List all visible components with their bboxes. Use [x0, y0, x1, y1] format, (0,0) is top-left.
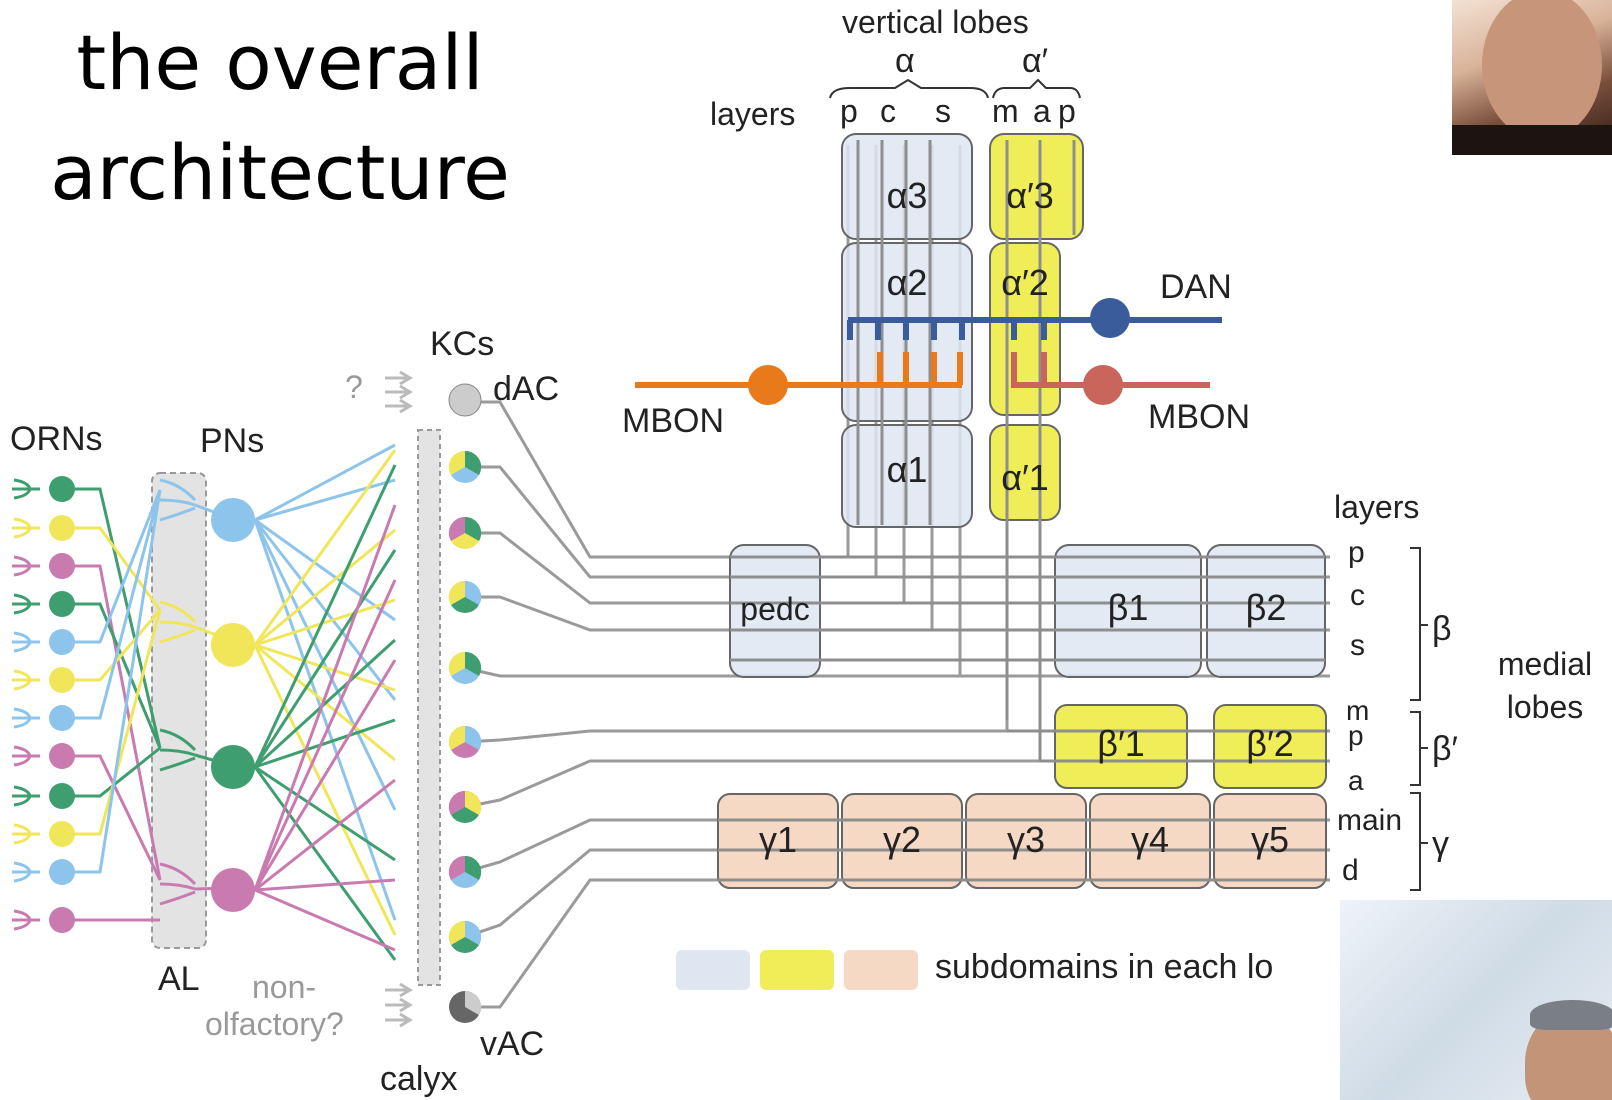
gamma4-label: γ4	[1131, 819, 1169, 860]
kc-cells	[448, 383, 482, 1023]
orns-label: ORNs	[10, 420, 103, 458]
pn-green	[211, 745, 255, 789]
person-avatar-top	[1482, 0, 1602, 140]
vac-label: vAC	[480, 1025, 544, 1063]
question-label: ?	[345, 369, 363, 405]
non-olfactory-line1: non-	[252, 969, 316, 1005]
legend: subdomains in each lo	[676, 948, 1273, 990]
kcs-label: KCs	[430, 325, 494, 363]
beta-prime-label: β′	[1432, 730, 1458, 768]
gamma3-label: γ3	[1007, 819, 1045, 860]
mbon-red-neuron: MBON	[1011, 352, 1250, 436]
dan-neuron: DAN	[847, 268, 1232, 340]
layer-top-m: m	[992, 93, 1019, 129]
layer-right-c: c	[1350, 579, 1365, 612]
pns-label: PNs	[200, 422, 264, 460]
beta-prime2-label: β′2	[1246, 723, 1293, 764]
layer-right-a: a	[1348, 765, 1364, 796]
title-line-2: architecture	[50, 128, 510, 217]
gamma1-label: γ1	[759, 819, 797, 860]
pedc-label: pedc	[740, 591, 809, 627]
webcam-thumbnail-bottom	[1340, 900, 1612, 1100]
beta-prime-lobe	[1054, 704, 1327, 789]
alpha2-label: α2	[887, 262, 928, 303]
layer-top-p2: p	[1058, 93, 1076, 129]
layer-right-p: p	[1348, 536, 1365, 569]
calyx-column	[417, 429, 441, 986]
slide-title: the overall architecture	[0, 8, 560, 228]
webcam-thumbnail-top	[1452, 0, 1612, 155]
calyx-label: calyx	[380, 1060, 457, 1098]
legend-swatch-yellow	[760, 950, 834, 990]
gamma-lobe	[717, 793, 1327, 889]
alpha-prime-label: α′	[1022, 42, 1048, 80]
mbon-right-label: MBON	[1148, 398, 1250, 436]
beta1-label: β1	[1108, 587, 1149, 628]
beta2-label: β2	[1246, 587, 1287, 628]
layer-top-s: s	[935, 93, 951, 129]
pn-pink	[211, 868, 255, 912]
layer-top-c: c	[880, 93, 896, 129]
layer-top-p: p	[840, 93, 858, 129]
alpha-prime3-label: α′3	[1006, 175, 1054, 216]
mbon-left-label: MBON	[622, 402, 724, 440]
layer-right-d: d	[1342, 854, 1359, 887]
al-label: AL	[158, 960, 200, 998]
gamma2-label: γ2	[883, 819, 921, 860]
layers-right-label: layers	[1334, 489, 1419, 525]
dac-label: dAC	[493, 370, 559, 408]
legend-swatch-blue	[676, 950, 750, 990]
layer-right-s: s	[1350, 629, 1365, 662]
mbon-orange-neuron: MBON	[622, 352, 963, 440]
non-olfactory-line2: olfactory?	[205, 1006, 344, 1042]
alpha-prime1-label: α′1	[1001, 457, 1049, 498]
legend-text: subdomains in each lo	[935, 948, 1273, 986]
title-line-1: the overall	[76, 18, 484, 107]
layer-right-main: main	[1337, 804, 1402, 837]
layer-top-a: a	[1033, 93, 1051, 129]
layers-top-label: layers	[710, 96, 795, 132]
layer-right-p3: p	[1348, 720, 1364, 751]
legend-swatch-peach	[844, 950, 918, 990]
gamma-label: γ	[1432, 825, 1449, 863]
pn-blue	[211, 498, 255, 542]
vertical-lobes-label: vertical lobes	[842, 4, 1029, 40]
gamma5-label: γ5	[1251, 819, 1289, 860]
alpha-prime2-label: α′2	[1001, 262, 1049, 303]
pn-yellow	[211, 623, 255, 667]
medial-lobes-line1: medial	[1498, 646, 1592, 682]
beta-prime1-label: β′1	[1097, 723, 1144, 764]
beta-label: β	[1432, 610, 1452, 648]
orn-pn-network: ORNs PNs KCs dAC ? AL non- olfactory? vA…	[10, 325, 559, 1098]
medial-lobes-line2: lobes	[1507, 689, 1584, 725]
layer-right-m: m	[1346, 695, 1369, 726]
alpha-label: α	[895, 42, 915, 80]
alpha3-label: α3	[887, 175, 928, 216]
dan-label: DAN	[1160, 268, 1232, 306]
alpha1-label: α1	[887, 449, 928, 490]
